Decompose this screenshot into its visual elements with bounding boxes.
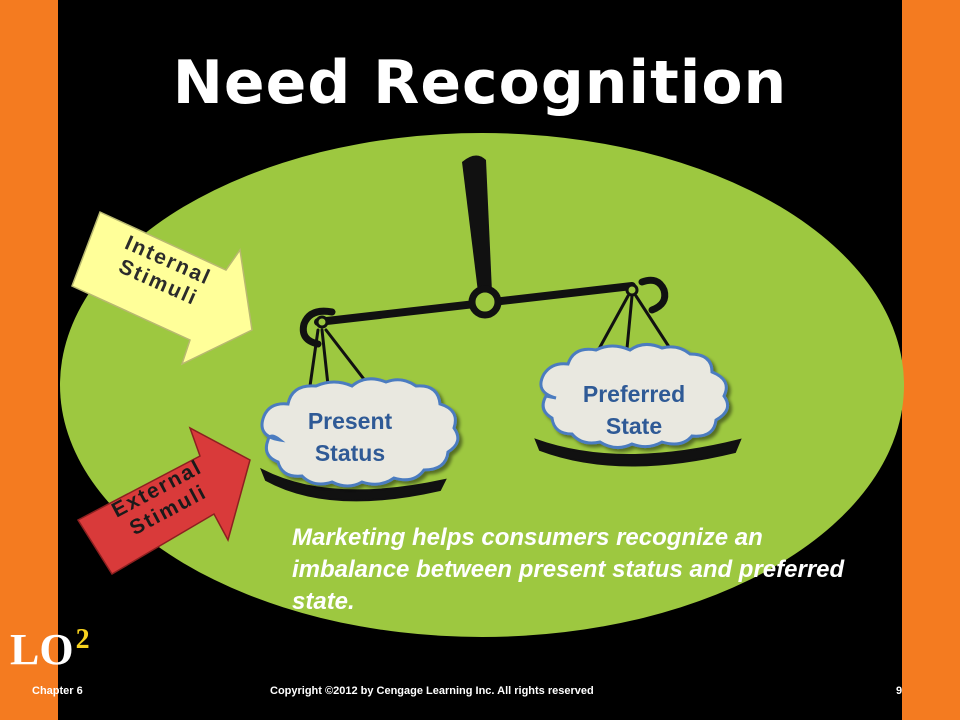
preferred-state-line1: Preferred	[582, 381, 686, 407]
preferred-state-cloud-icon	[539, 343, 730, 449]
left-orange-bar	[0, 0, 58, 720]
right-orange-bar	[902, 0, 960, 720]
page-title: Need Recognition	[172, 48, 788, 118]
internal-stimuli-arrow-icon	[71, 210, 253, 366]
external-stimuli-arrow-icon	[76, 426, 251, 576]
lo-text: LO	[10, 625, 74, 674]
present-status-line1: Present	[307, 408, 393, 434]
green-oval	[60, 133, 904, 637]
present-status-label: Present Status	[270, 405, 430, 469]
footer-chapter: Chapter 6	[32, 685, 83, 697]
present-status-cloud-icon	[260, 377, 460, 488]
preferred-state-label: Preferred State	[554, 378, 714, 442]
preferred-state-line2: State	[605, 413, 663, 439]
learning-objective-badge: LO2	[10, 624, 90, 675]
footer-copyright: Copyright ©2012 by Cengage Learning Inc.…	[270, 685, 594, 697]
present-status-line2: Status	[314, 440, 386, 466]
lo-number: 2	[75, 624, 90, 655]
footer-page-number: 9	[896, 685, 903, 697]
caption-text: Marketing helps consumers recognize an i…	[292, 524, 845, 615]
